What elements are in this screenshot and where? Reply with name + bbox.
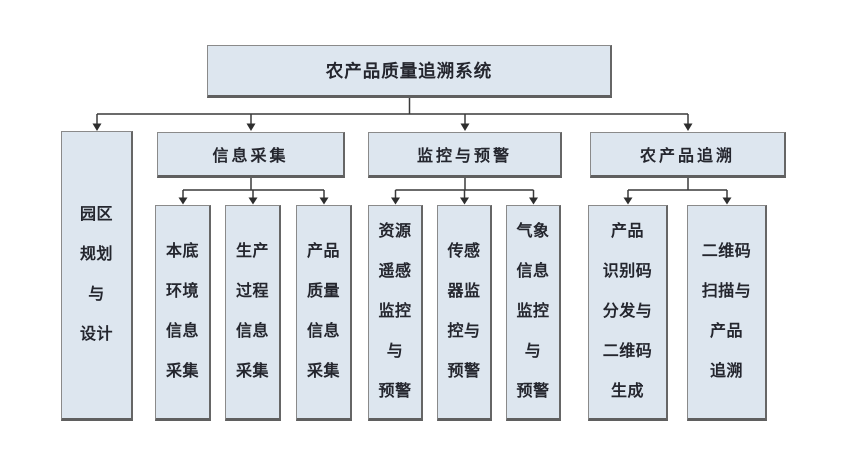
node-root-system: 农产品质量追溯系统	[207, 45, 612, 98]
node-park-planning: 园区 规划 与 设计	[61, 131, 133, 421]
node-info-collection: 信息采集	[157, 132, 345, 178]
node-production-process-info: 生产 过程 信息 采集	[225, 205, 281, 421]
node-monitoring-warning: 监控与预警	[368, 132, 562, 178]
node-id-code-qr-generation: 产品 识别码 分发与 二维码 生成	[588, 205, 668, 421]
node-sensor-monitor: 传感 器监 控与 预警	[437, 205, 492, 421]
node-product-tracing: 农产品追溯	[590, 132, 786, 178]
node-product-quality-info: 产品 质量 信息 采集	[296, 205, 352, 421]
node-weather-monitor: 气象 信息 监控 与 预警	[506, 205, 561, 421]
node-baseline-env-info: 本底 环境 信息 采集	[155, 205, 211, 421]
node-qr-scan-tracing: 二维码 扫描与 产品 追溯	[687, 205, 767, 421]
node-remote-sensing-monitor: 资源 遥感 监控 与 预警	[368, 205, 423, 421]
